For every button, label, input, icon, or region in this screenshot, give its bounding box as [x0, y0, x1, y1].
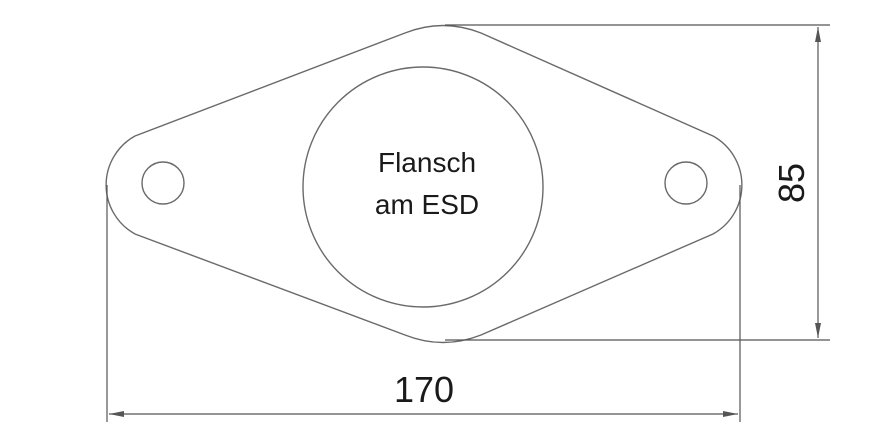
flange-label-line2: am ESD	[375, 189, 479, 220]
height-dimension-value: 85	[771, 163, 812, 203]
center-bore-circle	[302, 66, 544, 308]
left-bolt-hole	[141, 161, 185, 205]
height-arrow-bottom	[815, 323, 821, 338]
width-arrow-left	[109, 411, 124, 417]
flange-label-line1: Flansch	[378, 147, 476, 178]
width-arrow-right	[723, 411, 738, 417]
flange-outline	[105, 24, 743, 344]
width-dimension-value: 170	[394, 369, 454, 410]
right-bolt-hole	[664, 161, 708, 205]
height-arrow-top	[815, 27, 821, 42]
